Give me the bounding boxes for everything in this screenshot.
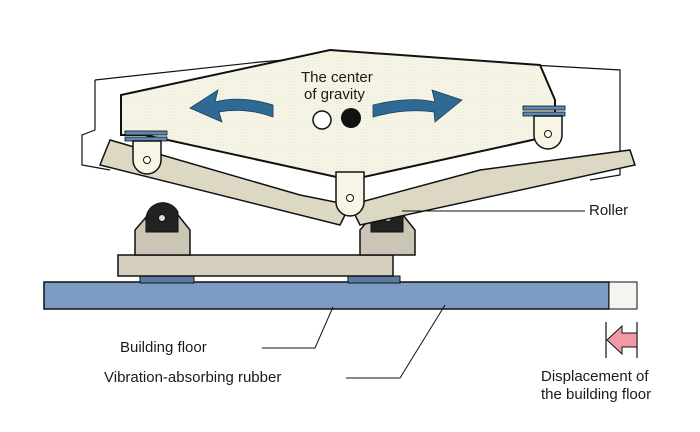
label-building-floor: Building floor [120,339,207,356]
hinge-lug-right [533,115,563,150]
label-center-of-gravity-line1: The center [301,69,373,86]
base-plate [117,254,394,277]
label-vibration-absorbing-rubber: Vibration-absorbing rubber [104,369,282,386]
hinge-lug-center [335,171,365,217]
roller-bracket-left [134,202,191,256]
center-of-gravity-markers [312,108,361,130]
upper-body [120,48,556,182]
leader-lines [262,210,585,379]
label-roller: Roller [589,202,629,219]
lower-plates [98,139,636,226]
hinge-lug-left [132,140,162,175]
motion-arrow-right-icon [372,89,463,123]
displacement-arrow-icon [605,322,638,358]
isolation-pad-right [522,105,566,117]
label-displacement-line2: the building floor [541,386,652,403]
label-displacement-line1: Displacement of [541,368,649,385]
building-floor [43,281,638,310]
shifted-cog-icon [341,108,361,128]
motion-arrow-left-icon [189,89,274,123]
label-center-of-gravity-line2: of gravity [304,86,365,103]
original-cog-icon [312,110,332,130]
